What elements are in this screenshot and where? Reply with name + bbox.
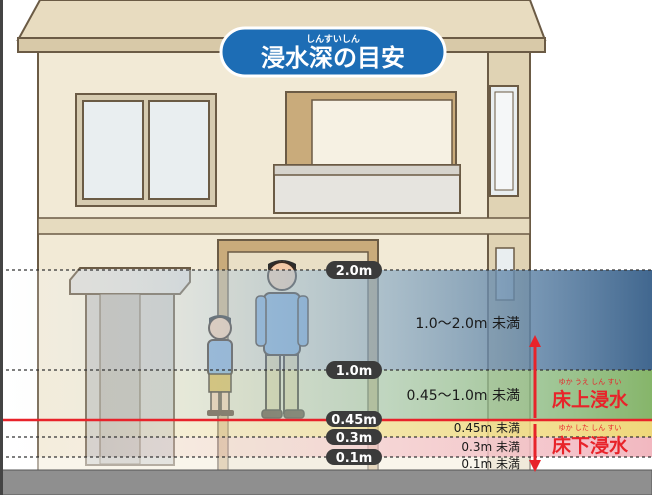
level-label-2m: 2.0m: [326, 261, 382, 279]
category-ruby: ゆか した しん すい: [559, 424, 622, 432]
level-label-1m: 1.0m: [326, 361, 382, 379]
title-badge: しんすいしん 浸水深の目安: [219, 26, 447, 78]
level-label-01m: 0.1m: [326, 449, 382, 466]
range-texts: 1.0〜2.0m 未満 0.45〜1.0m 未満 0.45m 未満 0.3m 未…: [406, 316, 520, 471]
level-label-045m: 0.45m: [326, 411, 382, 428]
title-ruby: しんすいしん: [306, 34, 360, 45]
frame-edge: [0, 0, 3, 495]
zone-under-01m: [0, 457, 652, 470]
zone-045-to-1m: [0, 370, 652, 420]
balcony: [273, 91, 461, 214]
range-text-under-01m: 0.1m 未満: [461, 457, 520, 471]
range-text-045-1m: 0.45〜1.0m 未満: [406, 388, 520, 404]
range-text-1-2m: 1.0〜2.0m 未満: [415, 316, 520, 332]
upper-window: [75, 93, 217, 207]
category-above-floor: ゆか うえ しん すい 床上浸水: [552, 378, 629, 411]
category-label: 床下浸水: [552, 434, 629, 457]
zone-1-to-2m: [0, 270, 652, 370]
svg-text:0.1m: 0.1m: [336, 451, 373, 466]
zone-under-03m: [0, 437, 652, 457]
category-below-floor: ゆか した しん すい 床下浸水: [552, 424, 629, 457]
ground: [0, 469, 652, 495]
range-text-under-03m: 0.3m 未満: [461, 440, 520, 454]
svg-text:2.0m: 2.0m: [336, 264, 373, 279]
category-label: 床上浸水: [552, 388, 629, 411]
depth-arrows: [529, 335, 541, 472]
svg-text:0.3m: 0.3m: [336, 431, 373, 446]
level-label-03m: 0.3m: [326, 429, 382, 446]
svg-text:0.45m: 0.45m: [331, 413, 377, 428]
svg-text:1.0m: 1.0m: [336, 364, 373, 379]
level-labels: 2.0m 1.0m 0.45m 0.3m 0.1m: [326, 261, 382, 466]
zone-under-045m: [0, 420, 652, 437]
category-ruby: ゆか うえ しん すい: [559, 378, 622, 386]
water-zones: [0, 270, 652, 470]
range-text-under-045m: 0.45m 未満: [454, 421, 520, 435]
page-title: 浸水深の目安: [261, 44, 405, 72]
